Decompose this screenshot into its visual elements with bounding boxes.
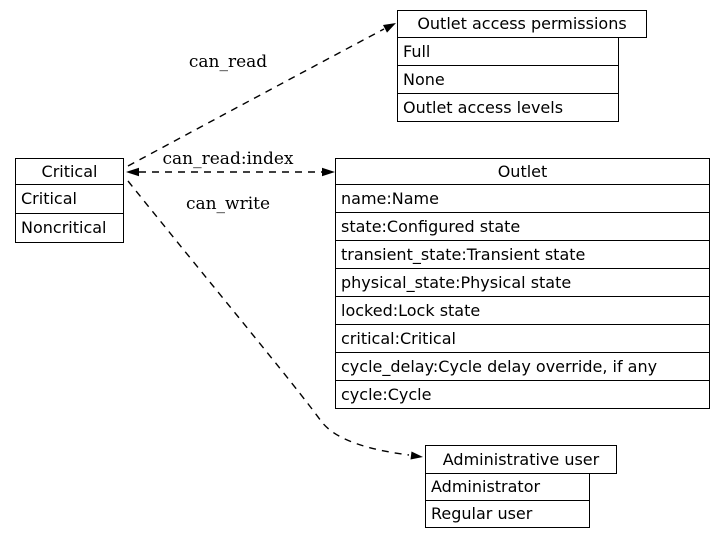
node-outlet-row: cycle_delay:Cycle delay override, if any — [335, 352, 710, 381]
node-outlet-access-permissions: Outlet access permissions Full None Outl… — [397, 10, 647, 122]
node-outlet-row: name:Name — [335, 184, 710, 213]
edge-label-can-read-index: can_read:index — [162, 149, 294, 169]
node-critical: Critical Critical Noncritical — [15, 158, 124, 243]
node-outlet-header: Outlet — [335, 158, 710, 185]
node-outlet-row: locked:Lock state — [335, 296, 710, 325]
node-outlet: Outlet name:Name state:Configured state … — [335, 158, 710, 409]
node-permissions-row: Outlet access levels — [397, 93, 619, 122]
node-admin-header: Administrative user — [425, 445, 617, 474]
arrowhead-can-read-index-right-icon — [322, 167, 335, 177]
node-outlet-row: critical:Critical — [335, 324, 710, 353]
node-permissions-header: Outlet access permissions — [397, 10, 647, 38]
node-admin-row: Regular user — [425, 500, 590, 528]
arrowhead-can-read-icon — [383, 23, 396, 33]
node-critical-header: Critical — [15, 158, 124, 185]
edge-can-write — [127, 180, 410, 456]
node-outlet-row: transient_state:Transient state — [335, 240, 710, 269]
edge-label-can-read: can_read — [188, 52, 268, 72]
node-outlet-row: cycle:Cycle — [335, 380, 710, 409]
node-admin-row: Administrator — [425, 473, 590, 501]
node-permissions-row: None — [397, 65, 619, 94]
node-outlet-row: state:Configured state — [335, 212, 710, 241]
node-outlet-row: physical_state:Physical state — [335, 268, 710, 297]
node-critical-row: Critical — [15, 184, 124, 214]
edge-label-can-write: can_write — [185, 194, 271, 214]
node-critical-row: Noncritical — [15, 213, 124, 243]
node-permissions-row: Full — [397, 37, 619, 66]
edge-can-read — [127, 28, 385, 167]
arrowhead-can-write-icon — [410, 451, 423, 460]
arrowhead-can-read-index-left-icon — [126, 167, 139, 177]
node-administrative-user: Administrative user Administrator Regula… — [425, 445, 617, 528]
